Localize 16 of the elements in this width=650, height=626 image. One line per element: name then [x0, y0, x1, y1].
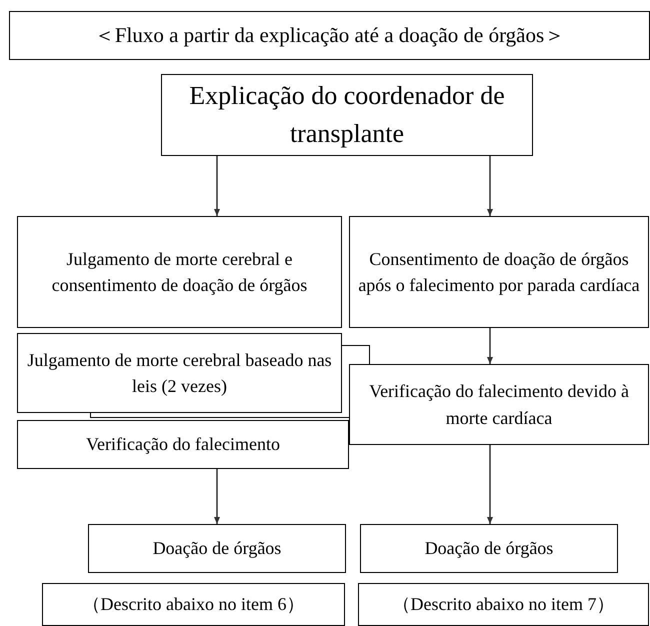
process-box: Julgamento de morte cerebral baseado nas leis (2 vezes) — [17, 333, 342, 413]
process-box: Verificação do falecimento — [17, 420, 349, 469]
process-box: Verificação do falecimento devido à morte cardíaca — [349, 364, 649, 445]
process-box: Doação de órgãos — [360, 524, 618, 573]
process-box: Explicação do coordenador de transplante — [161, 74, 533, 156]
process-box: Doação de órgãos — [88, 524, 346, 573]
process-box: （Descrito abaixo no item 6） — [42, 583, 345, 626]
arrow — [214, 469, 220, 524]
arrow — [487, 328, 493, 364]
arrow — [487, 156, 493, 216]
arrow — [487, 445, 493, 524]
title-box: ＜Fluxo a partir da explicação até a doação de órgãos＞ — [9, 11, 650, 60]
arrow — [214, 156, 220, 216]
process-box: Consentimento de doação de órgãos após o falecimento por parada cardíaca — [349, 216, 649, 328]
process-box: Julgamento de morte cerebral e consentimento de doação de órgãos — [17, 216, 342, 328]
process-box: （Descrito abaixo no item 7） — [358, 583, 649, 626]
